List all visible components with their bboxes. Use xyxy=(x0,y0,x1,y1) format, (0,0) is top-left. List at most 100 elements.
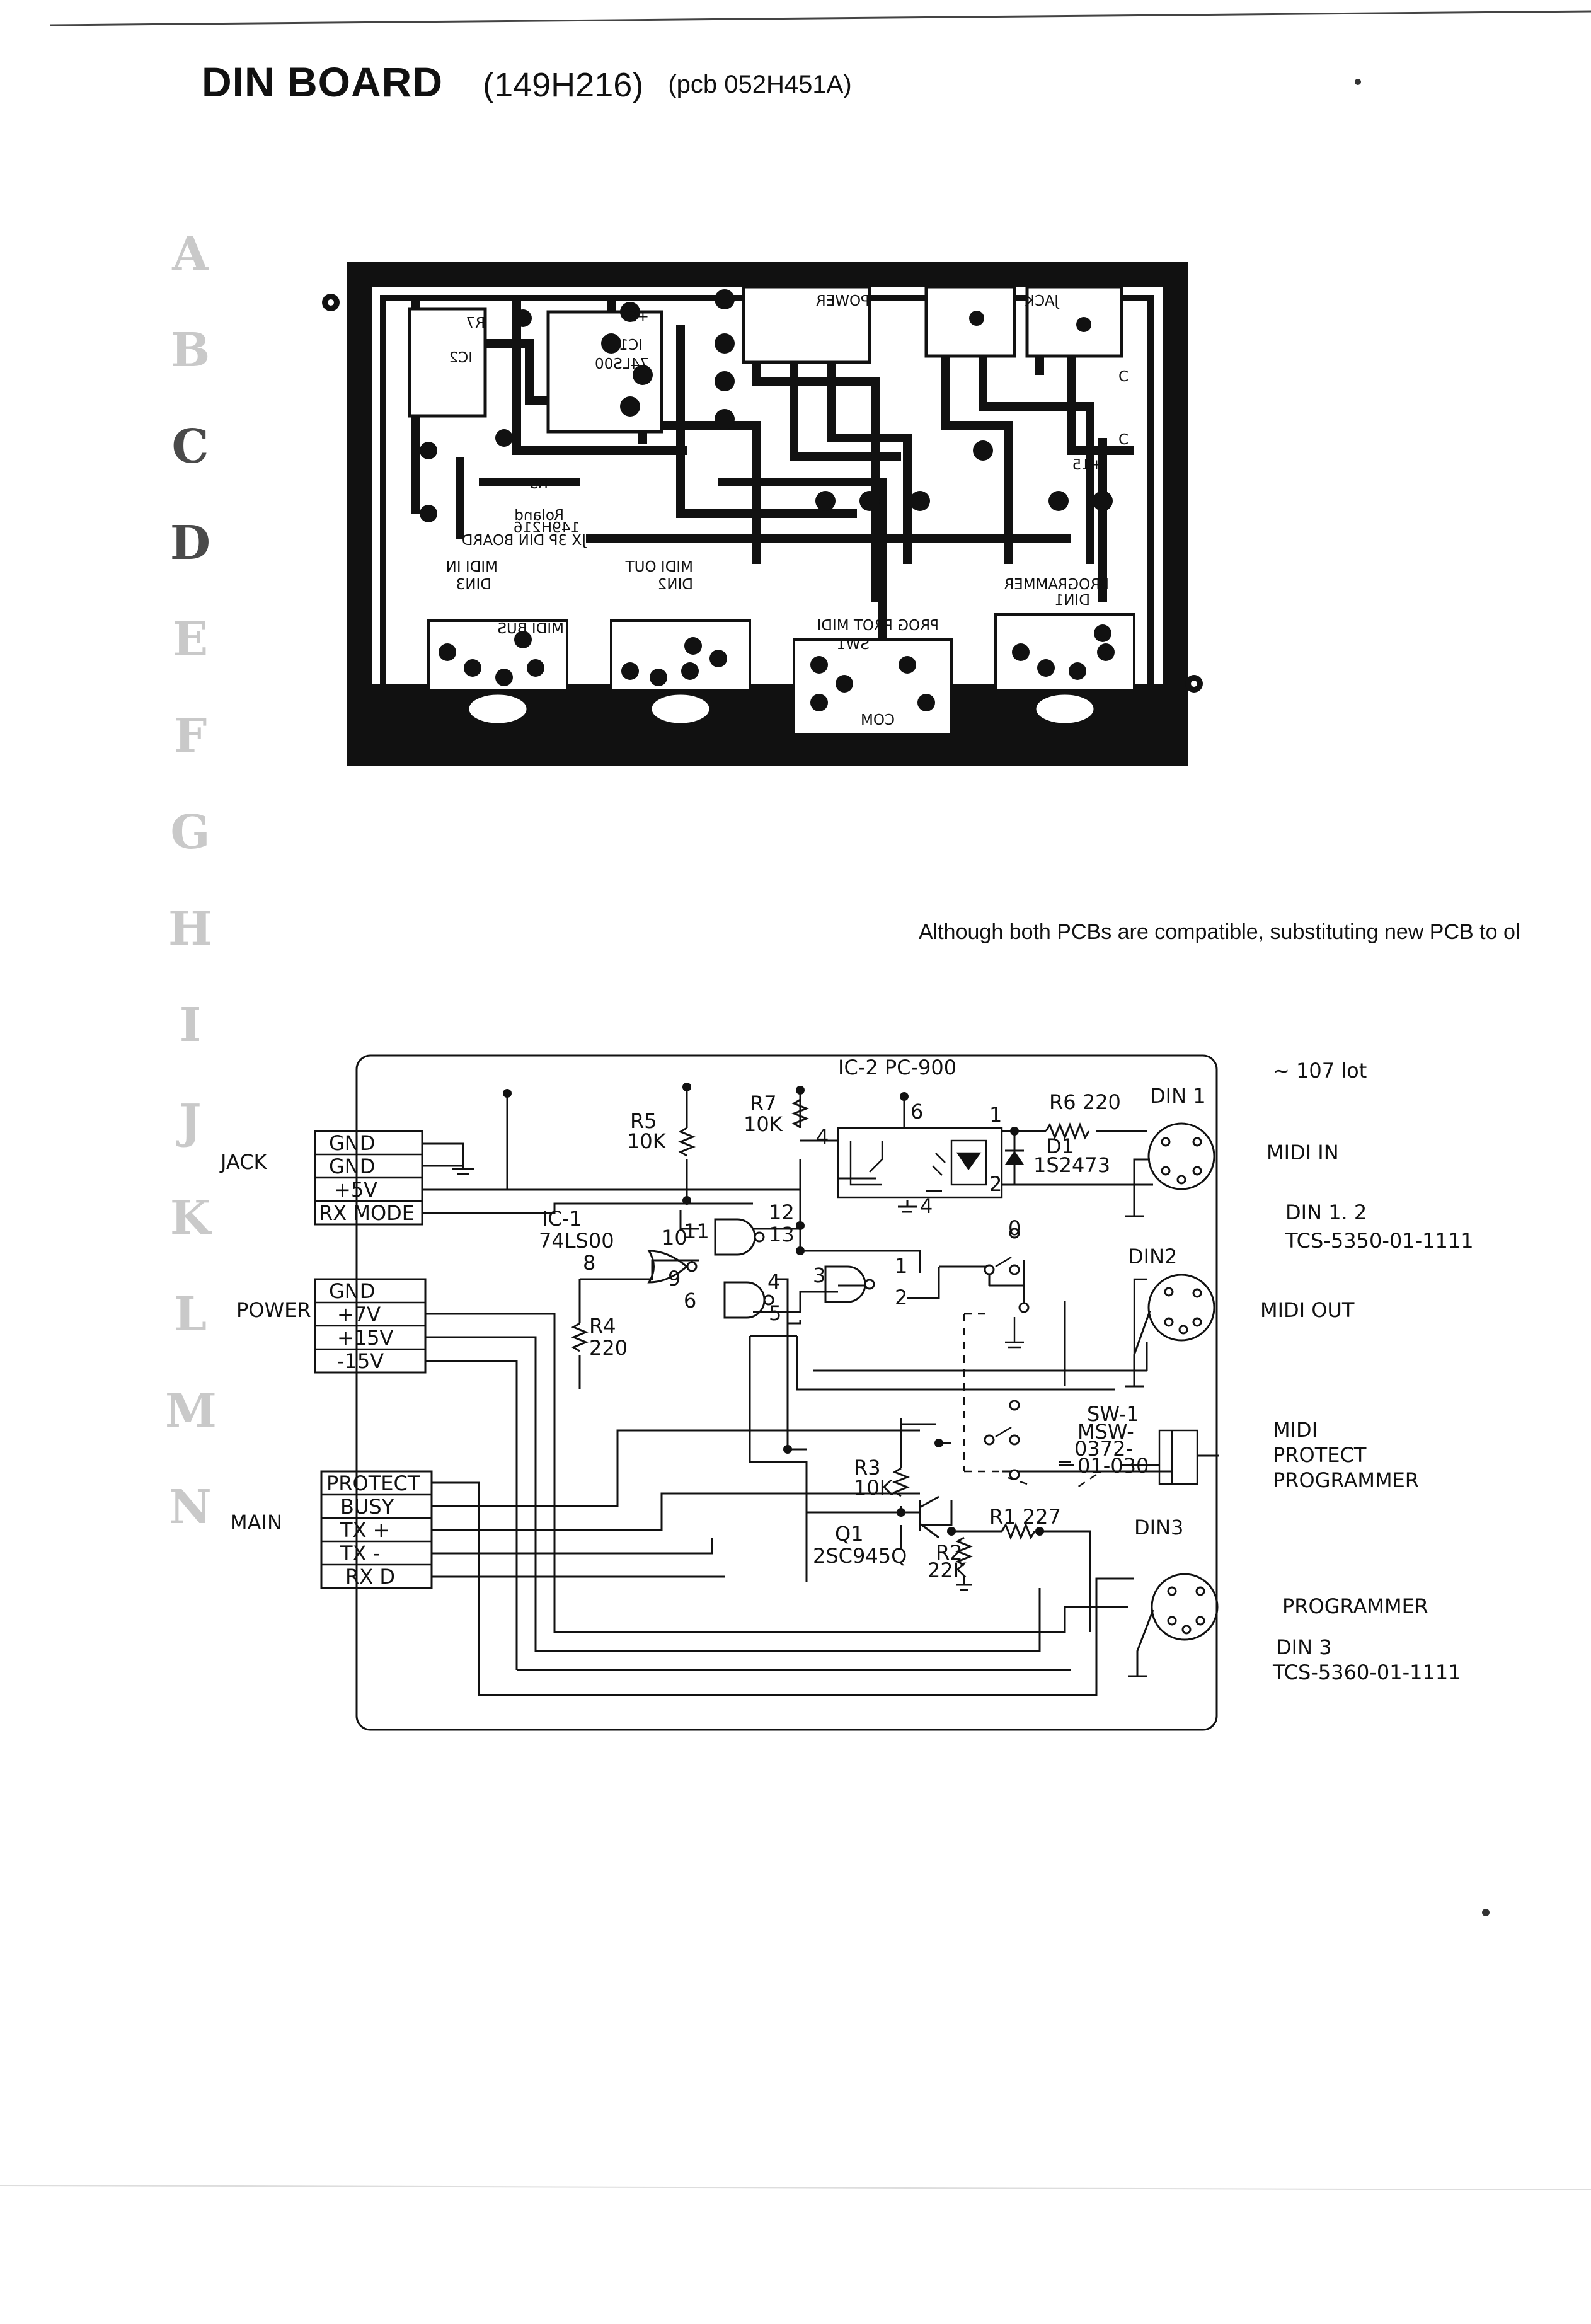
r2-label: R2 xyxy=(936,1541,963,1565)
r1-resistor xyxy=(1001,1522,1036,1541)
pcb-ic1-type: 74LS00 xyxy=(595,356,649,372)
d1-label: D1 xyxy=(1046,1134,1074,1158)
main-pin-tx-minus: TX - xyxy=(340,1541,380,1565)
jack-pin-rx-mode: RX MODE xyxy=(319,1201,415,1225)
pin-number: 10 xyxy=(662,1226,687,1250)
main-pin-tx-plus: TX + xyxy=(340,1518,389,1542)
pcb-board-number: 149H216 xyxy=(514,520,580,536)
margin-letter: J xyxy=(179,1095,202,1149)
sw1-type-line: 0372- xyxy=(1074,1437,1133,1461)
jack-pin-gnd: GND xyxy=(329,1131,375,1155)
pcb-layout: Roland JX 3P DIN BOARD 149H216 R5 R7 IC2… xyxy=(322,262,1203,766)
main-pin-protect: PROTECT xyxy=(326,1471,420,1495)
main-pin-rxd: RX D xyxy=(345,1565,395,1589)
margin-letter: F xyxy=(173,709,207,763)
margin-letter: N xyxy=(169,1480,212,1534)
jack-connector-block: GND GND +5V RX MODE JACK xyxy=(219,1130,423,1226)
r3-value: 10K xyxy=(854,1476,893,1500)
q1-label: Q1 xyxy=(835,1522,864,1546)
margin-letter: D xyxy=(169,516,211,570)
ic1-label: IC-1 xyxy=(542,1207,582,1231)
margin-letter: G xyxy=(170,805,210,860)
pcb-midi-in: MIDI IN xyxy=(446,559,498,575)
margin-letter: A xyxy=(172,227,209,281)
pcb-plus15: +15 xyxy=(1072,457,1103,473)
midi-protect-line: MIDI xyxy=(1273,1418,1318,1442)
pcb-c-mark: C xyxy=(1118,369,1129,385)
din1-socket xyxy=(1125,1122,1215,1217)
pin-number: 12 xyxy=(769,1200,795,1224)
r4-value: 220 xyxy=(589,1336,628,1360)
pcb-board-name: JX 3P DIN BOARD xyxy=(462,532,587,549)
power-pin-gnd: GND xyxy=(329,1279,375,1303)
r1-label: R1 227 xyxy=(989,1505,1061,1529)
board-pcb-number: (pcb 052H451A) xyxy=(668,71,852,98)
margin-letter: K xyxy=(169,1191,211,1245)
r5-value: 10K xyxy=(627,1129,667,1153)
pin-number: 6 xyxy=(684,1289,696,1313)
pin-number: 6 xyxy=(910,1100,923,1124)
jack-block-label: JACK xyxy=(219,1150,268,1174)
pcb-r5: R5 xyxy=(529,476,548,492)
power-block-label: POWER xyxy=(236,1298,311,1322)
q1-type: 2SC945Q xyxy=(813,1544,907,1568)
power-pin-15v: +15V xyxy=(337,1326,394,1350)
pin-number: 8 xyxy=(583,1251,595,1275)
pcb-brand: Roland xyxy=(514,507,564,524)
r4-resistor xyxy=(570,1322,589,1352)
r3-label: R3 xyxy=(854,1456,881,1480)
nand-gates xyxy=(647,1218,875,1319)
r2-resistor xyxy=(955,1536,974,1567)
pin-number: 4 xyxy=(816,1125,829,1149)
pin-number: 11 xyxy=(684,1219,709,1243)
pcb-ic2: IC2 xyxy=(449,350,473,366)
pin-number: 9 xyxy=(668,1267,681,1291)
pcb-prog-prot-midi: PROG PROT MIDI xyxy=(817,618,939,634)
sw1-label: SW-1 xyxy=(1087,1402,1139,1426)
main-connector-block: PROTECT BUSY TX + TX - RX D MAIN xyxy=(230,1470,433,1589)
pcb-sw1: SW1 xyxy=(837,636,870,653)
d1-diode xyxy=(1005,1147,1024,1172)
power-pin-minus15v: -15V xyxy=(337,1349,384,1373)
pcb-din2: DIN2 xyxy=(658,577,693,593)
midi-out-annotation: MIDI OUT xyxy=(1260,1298,1355,1322)
pin-number: 1 xyxy=(895,1254,907,1278)
ic2-label: IC-2 PC-900 xyxy=(838,1056,956,1079)
r5-resistor xyxy=(677,1127,696,1157)
d1-type: 1S2473 xyxy=(1033,1153,1110,1177)
schematic-board-outline xyxy=(355,1054,1218,1731)
din3-annotation: DIN 3 xyxy=(1276,1635,1332,1659)
pcb-c-mark: C xyxy=(1118,432,1129,448)
midi-in-annotation: MIDI IN xyxy=(1266,1141,1339,1165)
pcb-ic1: IC1 xyxy=(619,337,643,354)
pcb-plus5: +5 xyxy=(628,309,649,325)
din1-label: DIN 1 xyxy=(1150,1084,1206,1108)
pcb-midi-out: MIDI OUT xyxy=(625,559,693,575)
power-pin-7v: +7V xyxy=(337,1303,381,1326)
r5-label: R5 xyxy=(630,1109,657,1133)
din12-annotation: DIN 1. 2 xyxy=(1285,1200,1367,1224)
sw1-type-line: MSW- xyxy=(1077,1420,1134,1444)
r3-resistor xyxy=(892,1467,910,1497)
programmer-annotation: PROGRAMMER xyxy=(1282,1594,1428,1618)
jack-pin-gnd: GND xyxy=(329,1154,375,1178)
margin-letter: E xyxy=(172,613,209,667)
pin-number: 5 xyxy=(769,1301,781,1325)
margin-letter: L xyxy=(173,1287,207,1342)
r2-value: 22K xyxy=(928,1558,967,1582)
compatibility-note: Although both PCBs are compatible, subst… xyxy=(919,920,1520,944)
pin-number: 3 xyxy=(813,1263,825,1287)
r6-label: R6 220 xyxy=(1049,1090,1121,1114)
pin-number: 1 xyxy=(989,1103,1002,1127)
midi-protect-line: PROGRAMMER xyxy=(1273,1468,1419,1492)
midi-protect-line: PROTECT xyxy=(1273,1443,1367,1467)
r4-label: R4 xyxy=(589,1314,616,1338)
q1-transistor xyxy=(901,1495,939,1539)
pin-number: 4 xyxy=(767,1270,780,1294)
sw1-type-line: 01-030 xyxy=(1077,1454,1149,1478)
tcs-din12-annotation: TCS-5350-01-1111 xyxy=(1285,1229,1474,1253)
din3-label: DIN3 xyxy=(1134,1516,1183,1539)
ic1-type: 74LS00 xyxy=(539,1229,614,1253)
din2-label: DIN2 xyxy=(1128,1245,1177,1268)
